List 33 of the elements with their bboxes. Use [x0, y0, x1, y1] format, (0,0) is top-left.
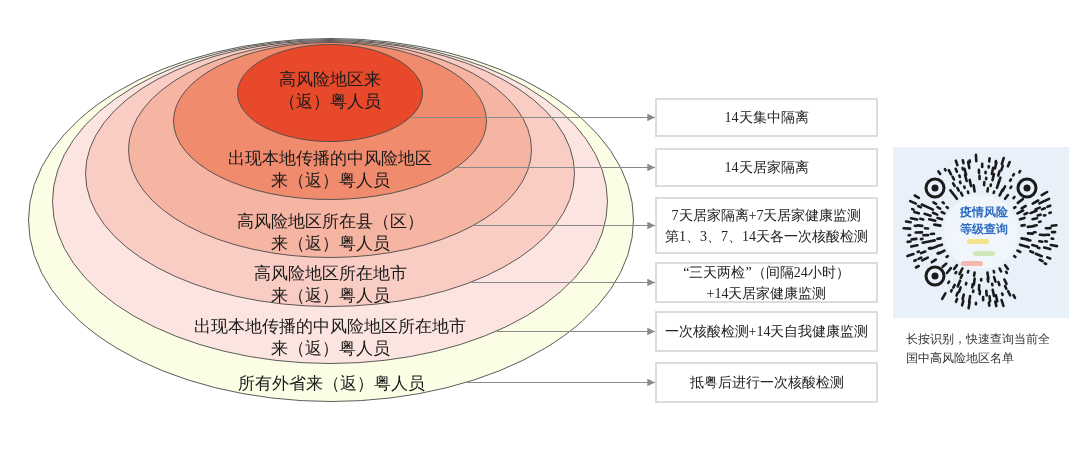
connector-arrow [456, 163, 656, 172]
ellipse-region [128, 41, 532, 258]
text-box [655, 311, 878, 352]
measure-text: 14天居家隔离 [724, 159, 809, 177]
measure-text: 7天居家隔离+7天居家健康监测 [671, 206, 862, 225]
qr-center-text: 疫情风险等级查询 [958, 204, 1009, 238]
measure-text: 第1、3、7、14天各一次核酸检测 [665, 227, 868, 246]
text-box [655, 98, 878, 137]
measure-text: 一次核酸检测+14天自我健康监测 [664, 323, 869, 341]
connector-arrow [466, 378, 656, 387]
ellipse-region [237, 44, 423, 142]
region-label: 出现本地传播的中风险地区来（返）粤人员 [227, 147, 433, 191]
connector-arrow [470, 278, 656, 287]
text-box [655, 362, 878, 403]
text-box [655, 197, 878, 254]
text-box [655, 148, 878, 187]
connector-arrow [473, 221, 656, 230]
text-box [655, 262, 878, 303]
measure-text: “三天两检”（间隔24小时）+14天居家健康监测 [682, 263, 851, 303]
connector-arrow [496, 327, 656, 336]
measure-text: 14天集中隔离 [724, 109, 809, 127]
measure-text: 抵粤后进行一次核酸检测 [689, 374, 844, 392]
region-label: 所有外省来（返）粤人员 [236, 372, 426, 394]
region-label: 高风险地区所在县（区）来（返）粤人员 [235, 210, 425, 254]
ellipse-region [28, 38, 634, 402]
qr-caption-text: 长按识别，快速查询当前全国中高风险地区名单 [906, 331, 1051, 367]
ellipse-region [173, 42, 487, 200]
ellipse-region [52, 39, 608, 364]
connector-arrow [409, 113, 656, 122]
region-label: 高风险地区来（返）粤人员 [278, 68, 382, 112]
ellipse-region [85, 40, 575, 307]
region-label: 出现本地传播的中风险地区所在地市来（返）粤人员 [193, 315, 467, 359]
region-label: 高风险地区所在地市来（返）粤人员 [252, 262, 408, 306]
